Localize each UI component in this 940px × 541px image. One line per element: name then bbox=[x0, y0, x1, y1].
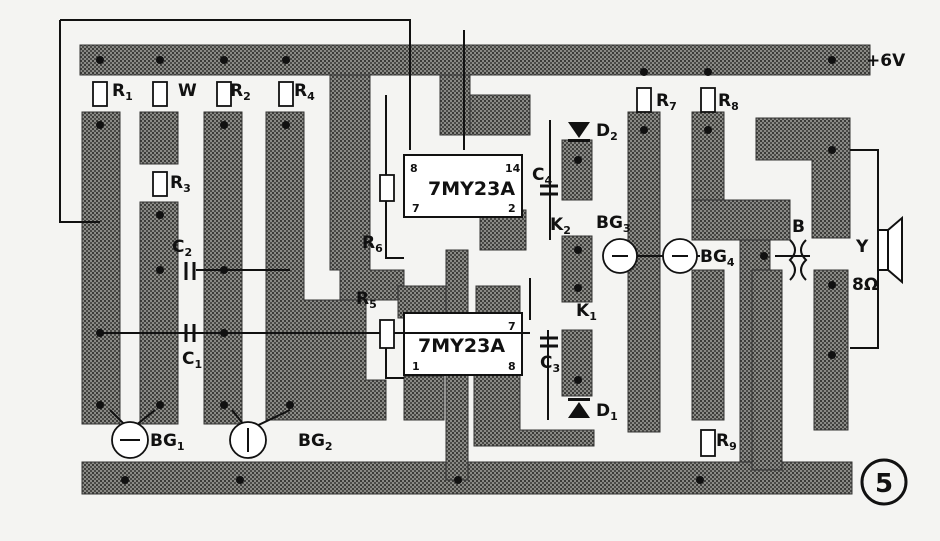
ic-lower: 7MY23A 7 1 8 bbox=[403, 312, 523, 376]
label-bg4: BG4 bbox=[700, 247, 735, 269]
trace-speaker-strip bbox=[813, 269, 849, 431]
ic-upper-name: 7MY23A bbox=[428, 178, 515, 200]
trace-r7-strip bbox=[627, 111, 661, 433]
label-r2: R2 bbox=[230, 81, 251, 103]
label-r4: R4 bbox=[294, 81, 315, 103]
pads bbox=[96, 56, 836, 484]
transformer-b bbox=[788, 239, 808, 281]
ic-lower-name: 7MY23A bbox=[418, 335, 505, 357]
trace-r3-strip bbox=[139, 201, 179, 425]
resistor-r3 bbox=[152, 171, 168, 197]
capacitors bbox=[184, 184, 558, 348]
svg-text:1: 1 bbox=[412, 360, 420, 373]
label-d2: D2 bbox=[596, 121, 618, 143]
trace-d2-strip bbox=[561, 139, 593, 201]
label-r9: R9 bbox=[716, 431, 737, 453]
label-k2: K2 bbox=[550, 215, 571, 237]
label-bg2: BG2 bbox=[298, 431, 333, 453]
supply-label: +6V bbox=[866, 51, 906, 71]
copper-traces bbox=[79, 44, 871, 495]
trace-b-vertical bbox=[751, 269, 783, 471]
label-w: W bbox=[178, 81, 197, 101]
label-r3: R3 bbox=[170, 173, 191, 195]
speaker-y bbox=[877, 215, 903, 285]
transistors bbox=[111, 238, 698, 459]
supply-rail-top bbox=[79, 44, 871, 76]
resistors bbox=[92, 81, 716, 457]
label-bg3: BG3 bbox=[596, 213, 631, 235]
label-k1: K1 bbox=[576, 301, 597, 323]
trace-r9-strip bbox=[691, 269, 725, 421]
svg-text:14: 14 bbox=[505, 162, 521, 175]
resistor-r7 bbox=[636, 87, 652, 113]
label-c1: C1 bbox=[182, 349, 202, 371]
trace-k2-strip bbox=[561, 235, 593, 303]
diode-d1 bbox=[568, 398, 590, 418]
svg-text:7: 7 bbox=[412, 202, 420, 215]
capacitor-c3 bbox=[540, 336, 558, 348]
diodes bbox=[568, 122, 590, 418]
resistor-r8 bbox=[700, 87, 716, 113]
figure-number: 5 bbox=[875, 469, 893, 499]
trace-r1-strip bbox=[81, 111, 121, 425]
label-bg1: BG1 bbox=[150, 431, 185, 453]
label-y: Y bbox=[855, 237, 869, 257]
trace-output bbox=[755, 117, 851, 239]
label-b: B bbox=[792, 217, 805, 237]
trace-center-mid bbox=[439, 74, 471, 136]
svg-text:8: 8 bbox=[410, 162, 418, 175]
capacitor-c1 bbox=[184, 324, 196, 342]
ic-upper: 7MY23A 8 14 7 2 bbox=[403, 154, 523, 218]
capacitor-c4 bbox=[540, 184, 558, 196]
trace-w-strip bbox=[139, 111, 179, 165]
label-r1: R1 bbox=[112, 81, 133, 103]
resistor-r6 bbox=[379, 174, 395, 202]
label-r6: R6 bbox=[362, 233, 383, 255]
label-r7: R7 bbox=[656, 91, 677, 113]
label-c2: C2 bbox=[172, 237, 192, 259]
label-r8: R8 bbox=[718, 91, 739, 113]
component-labels: R1 W R2 R4 R3 C2 C1 BG1 BG2 R6 R5 C4 C3 … bbox=[112, 51, 906, 453]
resistor-r5 bbox=[379, 319, 395, 349]
output-stage bbox=[788, 215, 903, 285]
diode-d2 bbox=[568, 122, 590, 142]
label-c4: C4 bbox=[532, 165, 552, 187]
svg-text:2: 2 bbox=[508, 202, 516, 215]
label-speaker-ohms: 8Ω bbox=[852, 275, 878, 295]
label-c3: C3 bbox=[540, 353, 560, 375]
label-r5: R5 bbox=[356, 289, 377, 311]
resistor-r9 bbox=[700, 429, 716, 457]
svg-text:8: 8 bbox=[508, 360, 516, 373]
resistor-r1 bbox=[92, 81, 108, 107]
label-d1: D1 bbox=[596, 401, 618, 423]
resistor-r2 bbox=[216, 81, 232, 107]
capacitor-c2 bbox=[184, 262, 196, 280]
trace-ic2-bottomleft bbox=[403, 375, 445, 421]
svg-text:7: 7 bbox=[508, 320, 516, 333]
trace-d1-strip bbox=[561, 329, 593, 397]
trace-r4-strip bbox=[265, 111, 387, 421]
potentiometer-w bbox=[152, 81, 168, 107]
figure-number-badge: 5 bbox=[860, 458, 908, 506]
resistor-r4 bbox=[278, 81, 294, 107]
trace-center-top bbox=[469, 94, 531, 136]
